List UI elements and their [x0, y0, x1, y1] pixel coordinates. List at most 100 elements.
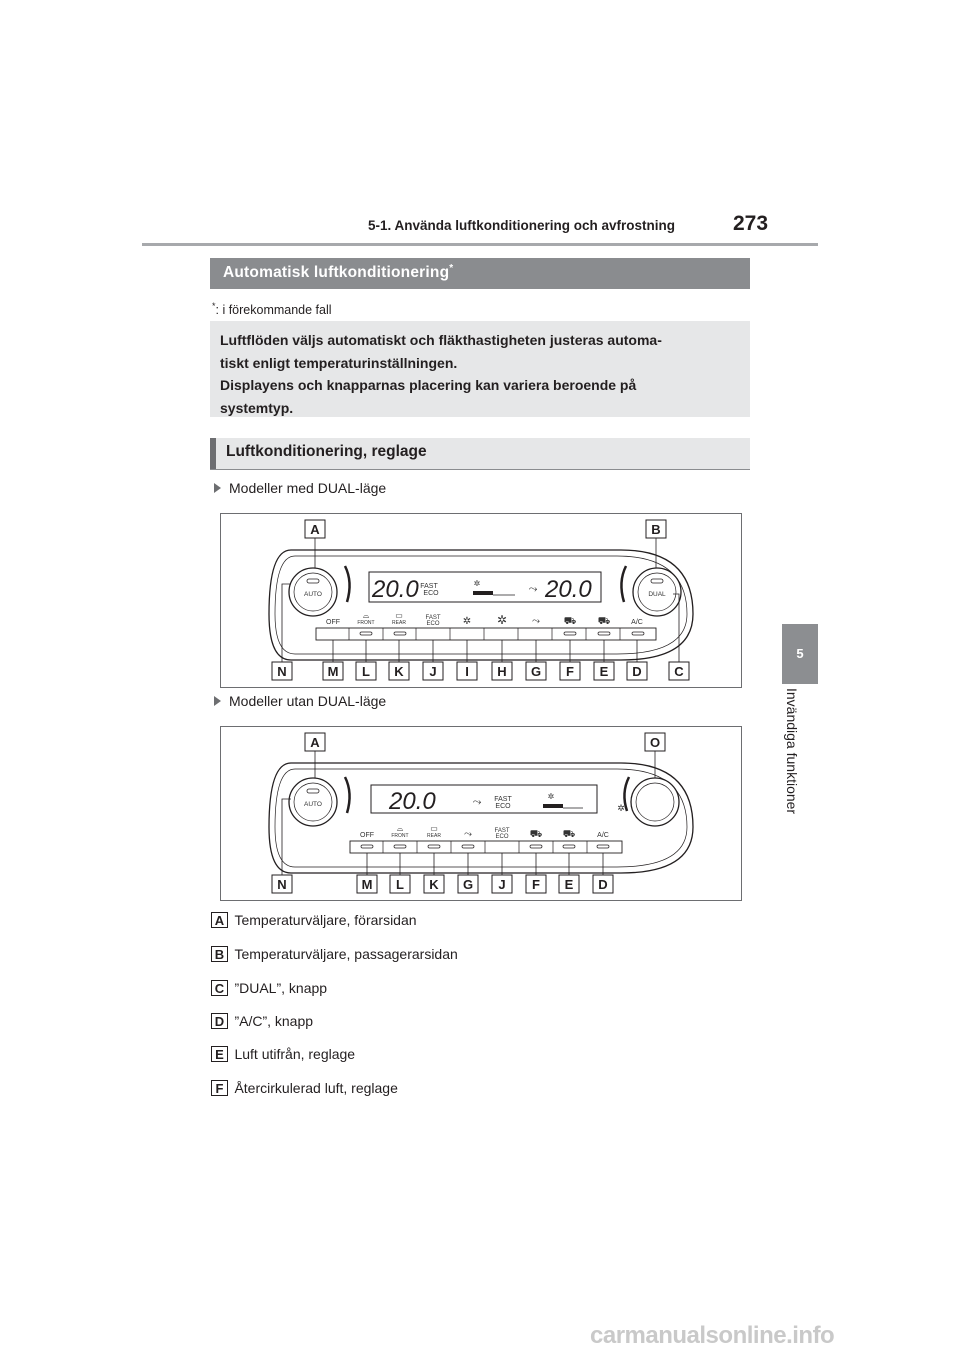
- callout-box: [491, 874, 513, 894]
- button-strip: [349, 840, 623, 854]
- model-dual-label: Modeller med DUAL-läge: [214, 480, 386, 496]
- chapter-title-vertical: Invändiga funktioner: [784, 688, 800, 815]
- callout-box: [355, 661, 377, 681]
- btn-fast-label: FAST: [425, 615, 440, 621]
- footnote-text: : i förekommande fall: [215, 303, 332, 318]
- fan-knob: [630, 777, 680, 827]
- callout-box: [271, 661, 293, 681]
- btn-ac-label: A/C: [597, 832, 609, 839]
- btn-rear-label: REAR: [392, 620, 406, 626]
- callout-box: [322, 661, 344, 681]
- footnote: *: i förekommande fall: [212, 301, 332, 317]
- legend-letter: D: [211, 1012, 228, 1029]
- callout-box: [389, 874, 411, 894]
- legend-item: C ”DUAL”, knapp: [211, 979, 327, 997]
- callout-box: [525, 661, 547, 681]
- callout-box: [304, 519, 326, 539]
- watermark[interactable]: carmanualsonline.info: [590, 1322, 835, 1349]
- model-dual-text: Modeller med DUAL-läge: [229, 480, 387, 496]
- callout-letter: F: [566, 664, 574, 679]
- lcd-fan-bars: [543, 804, 563, 808]
- section-rule: [210, 469, 750, 470]
- callout-box: [644, 732, 666, 752]
- triangle-bullet-icon: [214, 483, 221, 493]
- lcd-fast: FAST: [494, 796, 512, 803]
- button-dividers: [348, 628, 621, 640]
- outside-air-icon: ⛟: [564, 616, 577, 627]
- callout-letter: J: [498, 877, 505, 892]
- defrost-front-icon: ⌓: [397, 824, 404, 833]
- btn-front-label: FRONT: [391, 833, 408, 839]
- callout-box: [626, 661, 648, 681]
- lcd-display: [370, 784, 598, 814]
- callout-letter: A: [310, 522, 320, 537]
- fan-icon: ✲: [617, 803, 625, 813]
- callout-letter: M: [362, 877, 373, 892]
- callout-letter: G: [531, 664, 541, 679]
- running-header: 5-1. Använda luftkonditionering och avfr…: [368, 218, 676, 233]
- callout-box: [356, 874, 378, 894]
- btn-eco-label: ECO: [495, 834, 508, 840]
- fan-high-icon: ✲: [497, 613, 507, 627]
- figure-dual-controls: AUTO DUAL 20.0 FAST ECO ✲ ⤳ 20.0 OFF ⌓ F…: [220, 513, 742, 688]
- btn-fast-label: FAST: [494, 828, 509, 834]
- info-line: Displayens och knapparnas placering kan …: [220, 377, 637, 393]
- callout-box: [525, 874, 547, 894]
- info-box: Luftflöden väljs automatiskt och fläktha…: [210, 321, 750, 417]
- lcd-temp-left: 20.0: [371, 576, 419, 603]
- callout-box: [271, 874, 293, 894]
- lcd-fan-icon: ✲: [548, 792, 555, 801]
- bracket-left: [343, 776, 351, 814]
- callouts-bottom: N M L K J I H G F E D C: [271, 661, 690, 681]
- knob-dual-label: DUAL: [648, 591, 666, 598]
- figure-nodual-controls: AUTO ✲ 20.0 ⤳ FAST ECO ✲ OFF ⌓ FRONT ▭ R…: [220, 726, 742, 901]
- lcd-eco: ECO: [423, 590, 439, 597]
- panel-outline: [268, 762, 694, 874]
- footnote-marker: *: [449, 263, 454, 274]
- lcd-fan-bars: [473, 591, 493, 595]
- callout-letter: H: [497, 664, 506, 679]
- button-dividers: [382, 841, 588, 853]
- legend-item: F Återcirkulerad luft, reglage: [211, 1079, 398, 1097]
- defrost-rear-icon: ▭: [395, 611, 403, 620]
- button-strip: [315, 627, 657, 641]
- btn-off-label: OFF: [360, 832, 374, 839]
- lcd-airflow-icon: ⤳: [473, 796, 482, 808]
- chapter-tab: 5: [782, 624, 818, 684]
- lcd-airflow-icon: ⤳: [529, 583, 538, 595]
- btn-ac-label: A/C: [631, 619, 643, 626]
- section-heading-controls: Luftkonditionering, reglage: [210, 438, 750, 469]
- lcd-display: [368, 571, 602, 603]
- callout-box: [422, 661, 444, 681]
- legend-letter: B: [211, 945, 228, 962]
- knob-indicator: [306, 788, 320, 794]
- recirc-air-icon: ⛟: [598, 616, 611, 627]
- info-line: systemtyp.: [220, 399, 294, 416]
- legend-text: ”DUAL”, knapp: [234, 979, 328, 996]
- btn-rear-label: REAR: [427, 833, 441, 839]
- info-line: tiskt enligt temperaturinställningen.: [220, 354, 458, 371]
- callout-letter: K: [429, 877, 439, 892]
- section-heading-automatic-ac: Automatisk luftkonditionering*: [210, 258, 750, 289]
- footnote-mark: *: [212, 301, 216, 311]
- legend-item: A Temperaturväljare, förarsidan: [211, 911, 417, 929]
- knob-indicator: [650, 578, 664, 584]
- callout-letter: B: [651, 522, 660, 537]
- callout-letter: M: [328, 664, 339, 679]
- callout-box: [423, 874, 445, 894]
- page-number: 273: [733, 212, 769, 235]
- model-nodual-text: Modeller utan DUAL-läge: [229, 693, 387, 709]
- legend-text: Temperaturväljare, passagerarsidan: [234, 945, 458, 962]
- callout-box: [491, 661, 513, 681]
- legend-letter: A: [211, 911, 228, 928]
- temp-knob-passenger: [632, 567, 682, 617]
- lcd-temp: 20.0: [388, 788, 436, 815]
- lcd-eco: ECO: [495, 803, 511, 810]
- legend-text: Luft utifrån, reglage: [234, 1045, 356, 1062]
- callout-letter: L: [396, 877, 404, 892]
- callout-letter: E: [600, 664, 609, 679]
- callout-letter: L: [362, 664, 370, 679]
- callout-box: [592, 874, 614, 894]
- defrost-rear-icon: ▭: [430, 824, 438, 833]
- temp-knob: [288, 777, 338, 827]
